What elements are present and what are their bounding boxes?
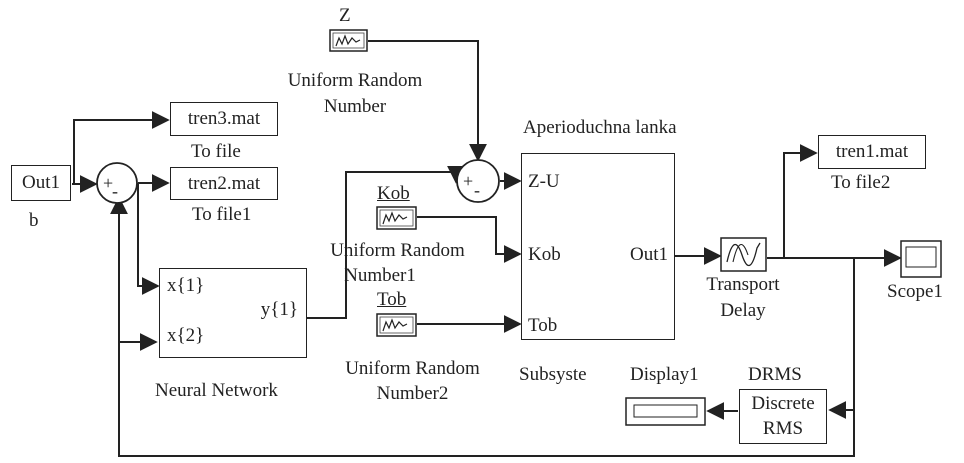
subsystem-in-kob: Kob [528, 244, 561, 265]
wire-urnkob-subsystem [417, 216, 522, 263]
nn-input-1: x{1} [167, 275, 205, 296]
urn-tob-caption-1: Uniform Random [345, 358, 480, 379]
tren2-block[interactable]: tren2.mat [170, 167, 278, 200]
sum1-minus: - [112, 181, 118, 201]
uniform-random-icon[interactable] [329, 29, 368, 52]
urn-z-caption-2: Number [323, 96, 387, 117]
tren3-block[interactable]: tren3.mat [170, 102, 278, 136]
sum2-block[interactable] [456, 159, 500, 203]
urn-kob-top-label: Kob [377, 183, 410, 204]
subsystem-caption: Subsyste [519, 364, 587, 385]
urn-kob-caption-1: Uniform Random [330, 240, 465, 261]
drms-line-2: RMS [762, 418, 804, 439]
out1-label: Out1 [22, 172, 60, 193]
wire-to-tren3 [73, 111, 170, 184]
wire-to-nn-x2 [118, 285, 158, 351]
nn-output: y{1} [260, 299, 298, 320]
urn-tob-caption-2: Number2 [376, 383, 449, 404]
drms-block[interactable]: Discrete RMS [739, 389, 827, 444]
wire-feedback-loop [110, 196, 855, 457]
urn-z-top-label: Z [339, 5, 351, 26]
tren1-label: tren1.mat [835, 141, 909, 162]
transport-delay-icon[interactable] [720, 237, 767, 272]
out1-caption: b [29, 210, 39, 231]
subsystem-title: Aperioduchna lanka [523, 117, 677, 138]
wire-nn-sum2 [307, 165, 465, 319]
sum1-plus: + [103, 173, 114, 193]
sum2-plus: + [463, 171, 474, 191]
scope-icon[interactable] [900, 240, 942, 278]
sum2-minus: - [474, 180, 480, 200]
display-icon[interactable] [625, 397, 706, 426]
drms-line-1: Discrete [751, 393, 815, 414]
nn-caption: Neural Network [155, 380, 278, 401]
subsystem-in-zu: Z-U [528, 171, 560, 192]
nn-input-2: x{2} [167, 325, 205, 346]
uniform-random-icon[interactable] [376, 313, 417, 337]
sum1-block[interactable] [96, 162, 138, 204]
urn-tob-top-label: Tob [377, 289, 407, 310]
subsystem-block[interactable]: Z-U Kob Tob Out1 [521, 153, 675, 340]
scope-caption: Scope1 [887, 281, 943, 302]
drms-top-label: DRMS [748, 364, 802, 385]
neural-network-block[interactable]: x{1} x{2} y{1} [159, 268, 307, 358]
wire-urnz-sum2 [368, 40, 487, 162]
transport-caption-2: Delay [720, 300, 766, 321]
display-caption: Display1 [630, 364, 699, 385]
tren3-label: tren3.mat [187, 108, 261, 129]
wire-delay-tren1 [767, 144, 818, 259]
urn-kob-caption-2: Number1 [344, 265, 416, 286]
subsystem-in-tob: Tob [528, 315, 558, 336]
tren1-caption: To file2 [831, 172, 891, 193]
tren3-caption: To file [191, 141, 241, 162]
transport-caption-1: Transport [706, 274, 780, 295]
tren2-label: tren2.mat [187, 173, 261, 194]
tren1-block[interactable]: tren1.mat [818, 135, 926, 169]
out1-source-block[interactable]: Out1 [11, 165, 71, 201]
subsystem-out: Out1 [630, 244, 668, 265]
uniform-random-icon[interactable] [376, 206, 417, 230]
tren2-caption: To file1 [192, 204, 252, 225]
urn-z-caption-1: Uniform Random [287, 70, 423, 91]
wire-to-nn-x1 [137, 183, 160, 295]
